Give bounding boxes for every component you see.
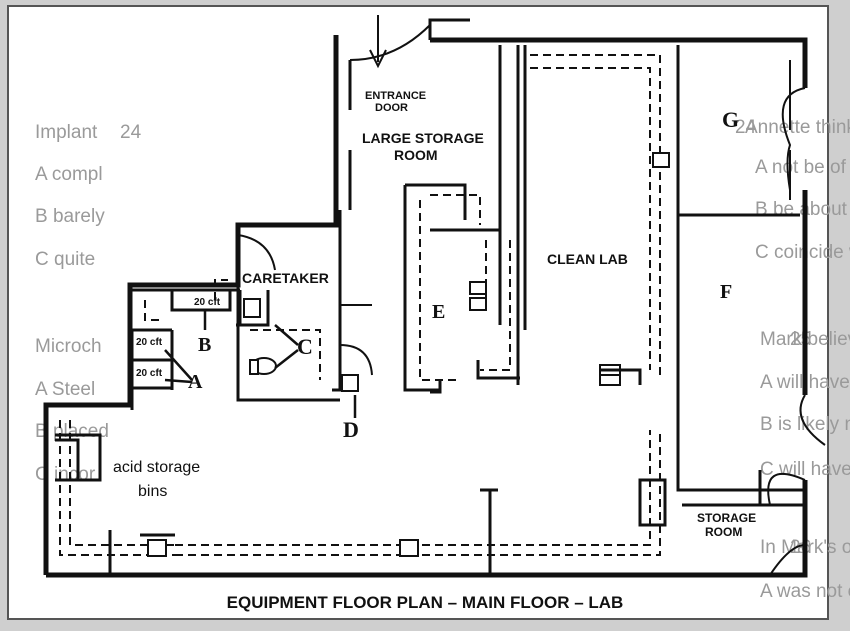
equipment-markers: A B C D E F G: [188, 107, 739, 442]
acid-storage-label-1: acid storage: [113, 459, 200, 476]
clean-lab-label: CLEAN LAB: [547, 251, 628, 267]
sink-e-2: [469, 297, 487, 311]
room-labels: ENTRANCE DOOR LARGE STORAGE ROOM CARETAK…: [113, 90, 756, 539]
large-storage-label-1: LARGE STORAGE: [362, 130, 484, 146]
sink-fixture: [243, 298, 261, 318]
paper-sheet: [7, 5, 829, 620]
equipment-box-d: [341, 374, 359, 392]
marker-e: E: [432, 301, 445, 323]
capacity-label: 20 cft: [194, 297, 221, 308]
large-storage-label-2: ROOM: [394, 147, 438, 163]
ghost-right: A compl: [35, 164, 103, 185]
caretaker-label: CARETAKER: [242, 270, 329, 286]
marker-g: G: [722, 107, 739, 132]
entrance-label-2: DOOR: [375, 102, 408, 114]
marker-c: C: [297, 334, 313, 359]
ghost-num-26: 26: [790, 537, 811, 558]
entrance-arrow-head: [369, 49, 387, 69]
ghost-line: A not be of personal interest.: [755, 157, 850, 178]
dashed-service-lines: [59, 54, 661, 556]
entrance-door-swing: [349, 24, 431, 61]
fixtures: [147, 152, 670, 557]
fume-hood-g: [652, 152, 670, 168]
ghost-right: C quite: [35, 249, 95, 270]
ghost-right: Implant: [35, 122, 98, 143]
capacity-label: 20 cft: [136, 368, 163, 379]
ghost-line: Annette thinks the lecture will: [745, 117, 850, 138]
ghost-right: Microch: [35, 336, 102, 357]
storage-room-label-2: ROOM: [705, 525, 742, 539]
ghost-line: A was not easy to develop.: [760, 581, 850, 602]
outer-walls: [43, 35, 808, 578]
ghost-right: B placed: [35, 421, 109, 442]
capacity-label: 20 cft: [136, 337, 163, 348]
storage-room-label-1: STORAGE: [697, 511, 756, 525]
marker-b: B: [198, 334, 211, 356]
doors: [237, 15, 826, 576]
drain-mid: [399, 539, 419, 557]
drain-left: [147, 539, 167, 557]
sink-e-1: [469, 281, 487, 295]
acid-storage-label-2: bins: [138, 483, 167, 500]
pointer-lines: [164, 310, 357, 418]
plan-title: EQUIPMENT FLOOR PLAN – MAIN FLOOR – LAB: [227, 593, 624, 612]
entrance-label-1: ENTRANCE: [365, 90, 426, 102]
marker-d: D: [343, 417, 359, 442]
interior-walls: [44, 18, 805, 575]
ghost-right: A Steel: [35, 379, 95, 400]
ghost-num-24: 24: [735, 117, 757, 138]
ghost-num-25: 25: [790, 329, 811, 350]
marker-a: A: [188, 371, 203, 393]
marker-f: F: [720, 281, 732, 303]
ghost-right: B barely: [35, 206, 105, 227]
ghost-num-24r: 24: [120, 122, 142, 143]
